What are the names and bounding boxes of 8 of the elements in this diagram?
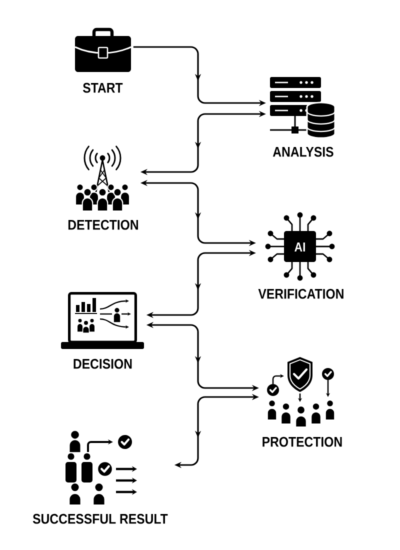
step-label: PROTECTION	[262, 436, 342, 447]
step-label: DECISION	[74, 358, 132, 369]
step-label: DETECTION	[68, 220, 138, 230]
step-label: START	[82, 82, 123, 93]
step-label: VERIFICATION	[258, 288, 344, 299]
step-label: ANALYSIS	[272, 146, 334, 157]
step-label: SUCCESSFUL RESULT	[32, 514, 168, 524]
chip-label: AI	[294, 242, 305, 252]
